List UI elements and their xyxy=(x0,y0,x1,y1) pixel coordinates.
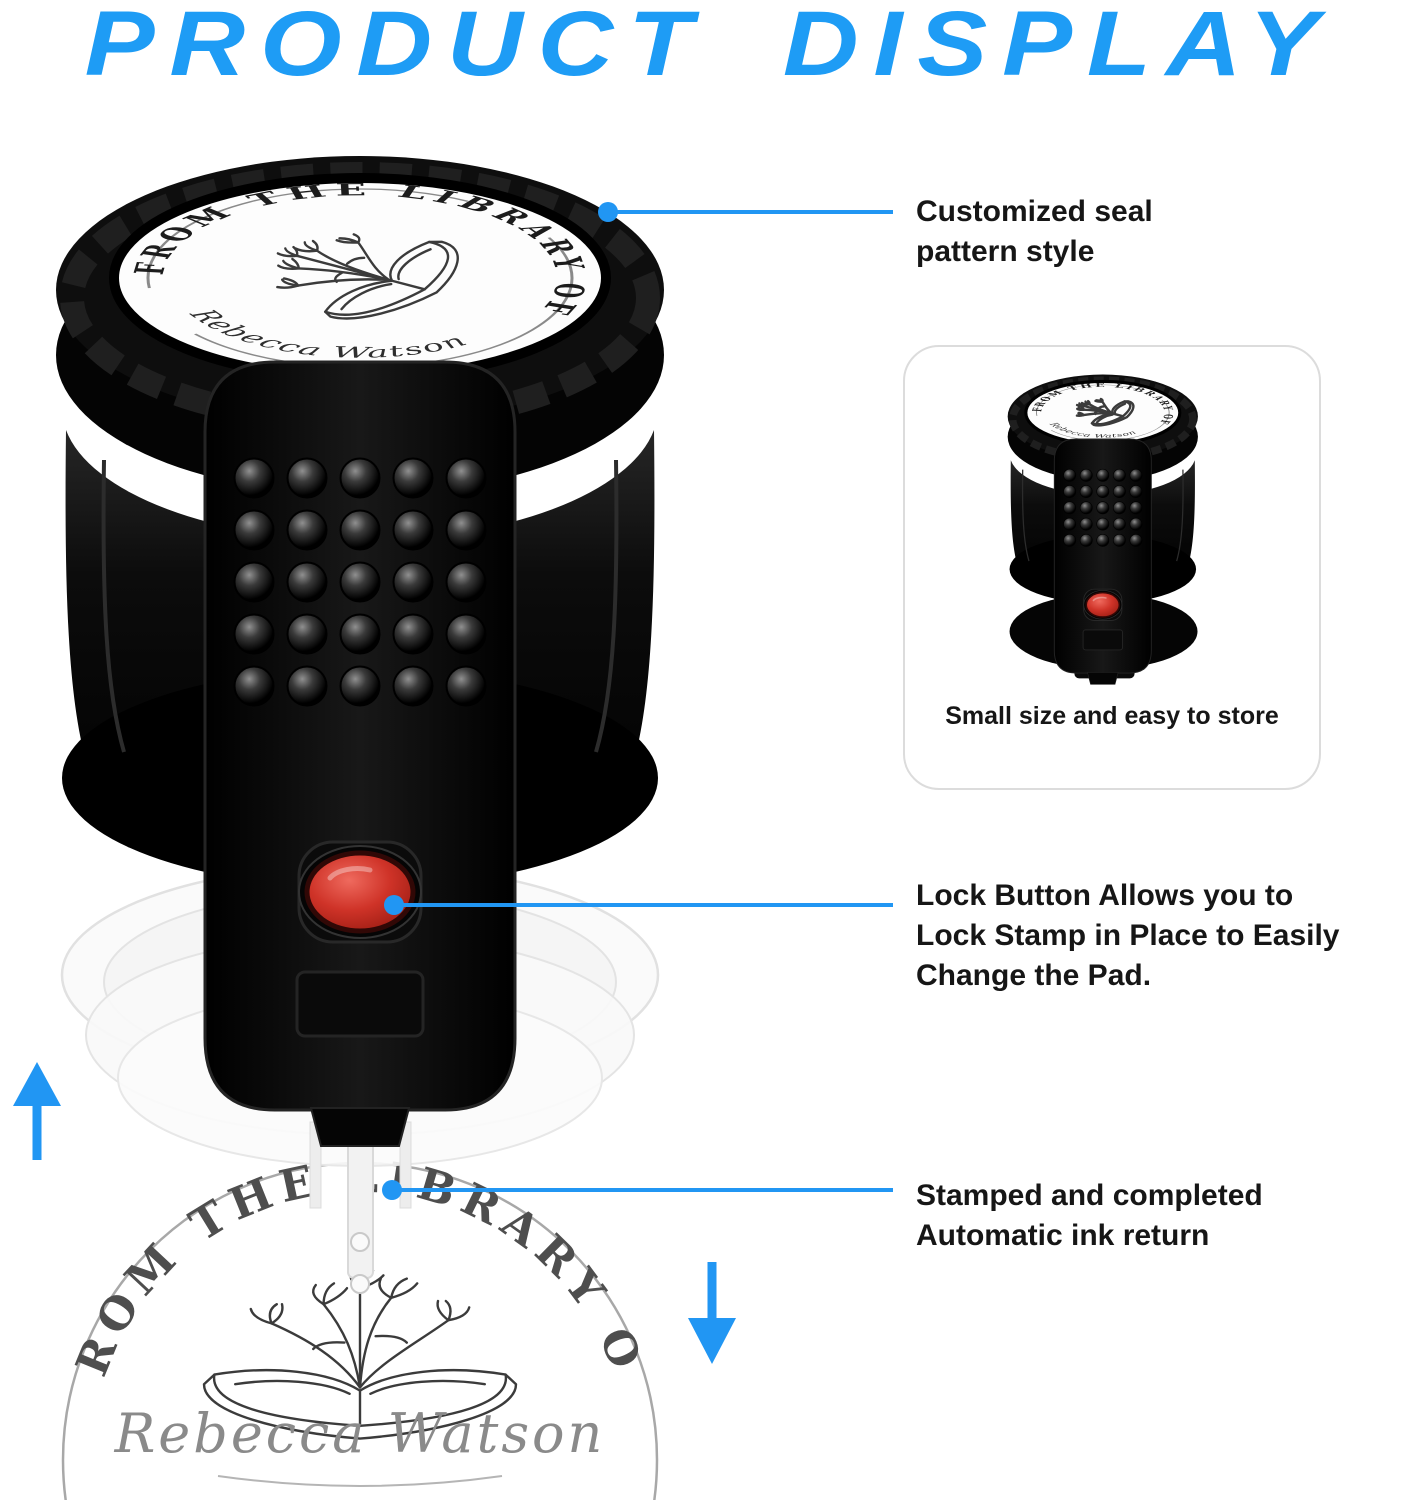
impression-owner-name: Rebecca Watson xyxy=(114,1402,606,1465)
callout-stamped: Stamped and completed Automatic ink retu… xyxy=(916,1176,1263,1256)
mini-stamp-image xyxy=(952,357,1272,700)
callout-seal-line1: Customized seal xyxy=(916,195,1153,228)
callout-stamped-line2: Automatic ink return xyxy=(916,1219,1210,1252)
callout-lock-line2: Lock Stamp in Place to Easily xyxy=(916,919,1340,952)
callout-seal-line2: pattern style xyxy=(916,235,1095,268)
page-title: PRODUCT DISPLAY xyxy=(84,0,1334,95)
card-caption: Small size and easy to store xyxy=(945,702,1279,730)
callout-lock-button: Lock Button Allows you to Lock Stamp in … xyxy=(916,876,1340,996)
small-size-card: Small size and easy to store xyxy=(903,345,1321,790)
callout-stamped-line1: Stamped and completed xyxy=(916,1179,1263,1212)
callout-lock-line3: Change the Pad. xyxy=(916,959,1152,992)
callout-lock-line1: Lock Button Allows you to xyxy=(916,879,1294,912)
callout-seal-pattern: Customized seal pattern style xyxy=(916,192,1153,272)
stamp-product-image: FROM THE LIBRARY OF Rebecca Watson xyxy=(8,130,718,1500)
